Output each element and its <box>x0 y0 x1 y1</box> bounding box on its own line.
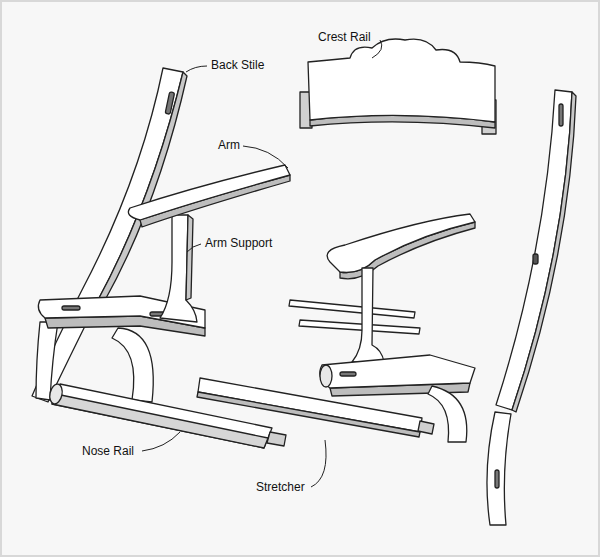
part-label: Stretcher <box>256 480 305 494</box>
part-label: Back Stile <box>211 58 264 72</box>
part-label: Arm <box>218 138 240 152</box>
part-label: Nose Rail <box>82 444 134 458</box>
part-label: Crest Rail <box>318 30 371 44</box>
part-label: Arm Support <box>205 236 272 250</box>
